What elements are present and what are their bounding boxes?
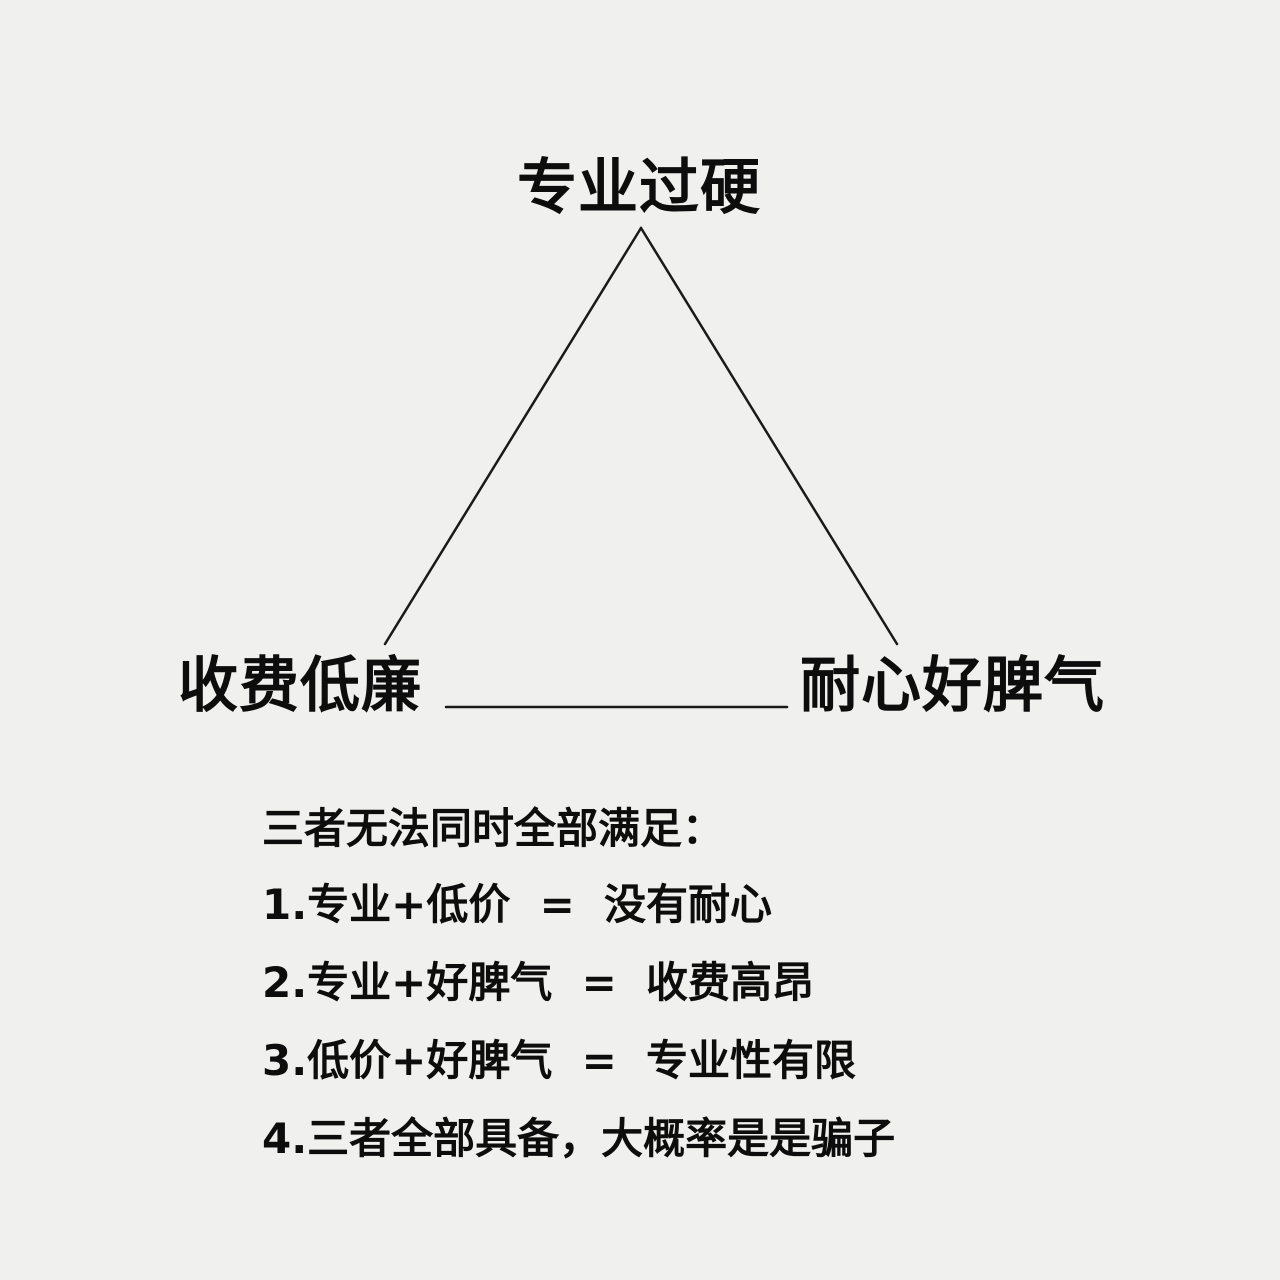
notes-list: 三者无法同时全部满足： 1.专业+低价 = 没有耐心 2.专业+好脾气 = 收费… (262, 808, 895, 1196)
node-good-temper: 耐心好脾气 (800, 651, 1105, 721)
note-item-1: 1.专业+低价 = 没有耐心 (262, 880, 773, 929)
node-professional: 专业过硬 (517, 153, 761, 223)
note-item-3: 3.低价+好脾气 = 专业性有限 (262, 1036, 857, 1085)
note-item-4: 4.三者全部具备，大概率是是骗子 (262, 1114, 896, 1163)
node-low-fee: 收费低廉 (178, 651, 422, 721)
note-item-2: 2.专业+好脾气 = 收费高昂 (262, 958, 815, 1007)
edge-top-right (639, 226, 899, 646)
notes-title: 三者无法同时全部满足： (262, 804, 725, 853)
edge-top-left (383, 226, 643, 646)
